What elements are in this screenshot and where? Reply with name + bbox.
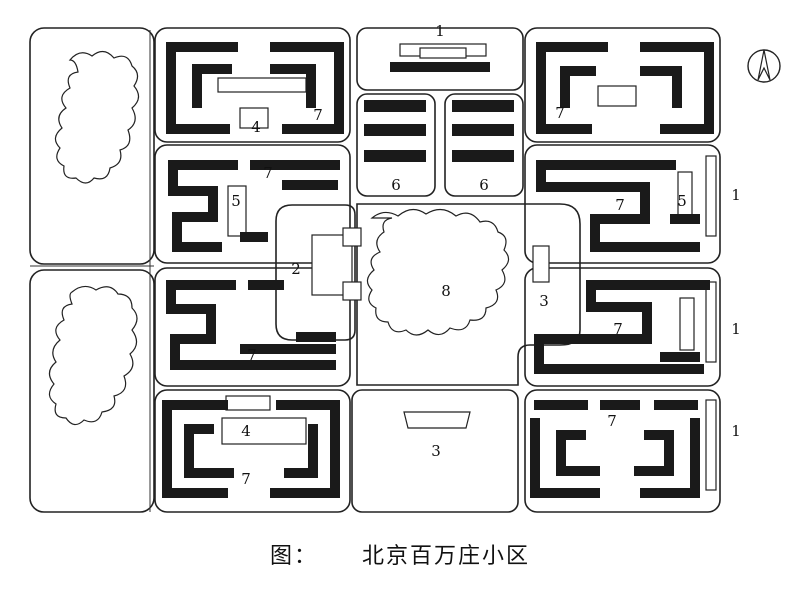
north-arrow-icon xyxy=(747,49,781,83)
public-buildings xyxy=(217,43,717,491)
building-nursery-nw xyxy=(239,107,269,129)
label-1-top: 1 xyxy=(435,22,445,40)
figure-caption: 图： 北京百万庄小区 xyxy=(0,538,800,570)
building-center-east xyxy=(532,245,550,283)
label-2: 2 xyxy=(291,260,301,278)
green-area-center xyxy=(366,208,510,336)
label-7-h: 7 xyxy=(607,412,617,430)
label-1-right-a: 1 xyxy=(731,186,741,204)
building-south-center xyxy=(403,411,471,429)
label-3-bottom: 3 xyxy=(431,442,441,460)
building-nw-courtyard xyxy=(217,77,307,93)
building-west-5 xyxy=(227,185,247,237)
zone-labels: 1 1 1 1 2 3 3 4 4 5 5 6 6 7 7 7 7 7 7 7 … xyxy=(231,22,741,488)
label-7-d: 7 xyxy=(241,470,251,488)
label-7-e: 7 xyxy=(555,104,565,122)
green-area-west-north xyxy=(54,50,140,184)
label-7-b: 7 xyxy=(263,164,273,182)
label-5-right: 5 xyxy=(677,192,687,210)
green-areas xyxy=(48,50,510,426)
building-nursery-sw xyxy=(225,395,271,411)
label-7-c: 7 xyxy=(247,346,257,364)
label-5-left: 5 xyxy=(231,192,241,210)
label-8: 8 xyxy=(441,282,451,300)
label-7-a: 7 xyxy=(313,106,323,124)
label-1-right-b: 1 xyxy=(731,320,741,338)
label-3-center: 3 xyxy=(539,292,549,310)
label-4-bottom: 4 xyxy=(241,422,251,440)
label-4-top: 4 xyxy=(251,118,261,136)
caption-title: 北京百万庄小区 xyxy=(362,544,531,569)
residential-buildings xyxy=(162,42,714,498)
label-1-right-c: 1 xyxy=(731,422,741,440)
label-6-b: 6 xyxy=(479,176,489,194)
label-7-f: 7 xyxy=(615,196,625,214)
site-plan: 1 1 1 1 2 3 3 4 4 5 5 6 6 7 7 7 7 7 7 7 … xyxy=(29,22,781,513)
label-6-a: 6 xyxy=(391,176,401,194)
building-ne-courtyard xyxy=(597,85,637,107)
label-7-g: 7 xyxy=(613,320,623,338)
caption-prefix: 图： xyxy=(269,544,318,569)
green-area-west-south xyxy=(48,285,138,426)
